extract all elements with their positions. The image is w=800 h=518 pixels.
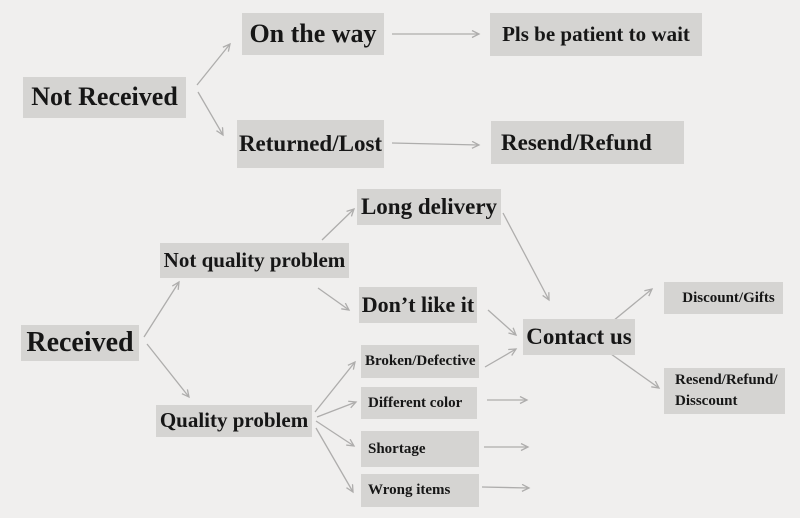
- node-pls-be-patient-to-wait: Pls be patient to wait: [490, 13, 702, 56]
- edge-not-quality-to-dont-like-it: [317, 287, 349, 310]
- edge-long-delivery-to-contact-us: [502, 212, 549, 300]
- node-discount-gifts: Discount/Gifts: [664, 282, 783, 314]
- edge-returned-lost-to-resend-refund: [391, 143, 479, 145]
- node-resend-refund-disscount-line2: Disscount: [675, 393, 738, 409]
- node-received: Received: [21, 325, 139, 361]
- node-returned-lost: Returned/Lost: [237, 120, 384, 168]
- edge-quality-to-different-color: [316, 402, 356, 418]
- edge-wrong-items-to-contact-us: [481, 487, 529, 488]
- edge-contact-us-to-discount-gifts: [612, 289, 652, 322]
- edge-not-received-to-returned-lost: [197, 91, 223, 135]
- node-different-color: Different color: [361, 387, 477, 419]
- node-resend-refund-disscount: Resend/Refund/ Disscount: [664, 368, 785, 414]
- edge-not-received-to-on-the-way: [196, 44, 230, 86]
- node-not-quality-problem: Not quality problem: [160, 243, 349, 278]
- node-dont-like-it: Don’t like it: [359, 287, 477, 323]
- edge-received-to-quality-problem: [146, 343, 189, 397]
- edge-broken-defective-to-contact-us: [484, 349, 516, 368]
- node-long-delivery: Long delivery: [357, 189, 501, 225]
- node-not-received: Not Received: [23, 77, 186, 118]
- edge-dont-like-it-to-contact-us: [487, 309, 516, 335]
- edge-quality-to-wrong-items: [315, 427, 353, 492]
- node-contact-us: Contact us: [523, 319, 635, 355]
- node-resend-refund-disscount-line1: Resend/Refund/: [675, 372, 778, 388]
- edge-quality-to-broken-defective: [314, 362, 355, 413]
- edge-not-quality-to-long-delivery: [321, 209, 354, 241]
- edge-received-to-not-quality-problem: [143, 282, 179, 338]
- node-wrong-items: Wrong items: [361, 474, 479, 507]
- node-shortage: Shortage: [361, 431, 479, 467]
- node-on-the-way: On the way: [242, 13, 384, 55]
- node-broken-defective: Broken/Defective: [361, 345, 479, 378]
- edge-contact-us-to-resend-refund-disscount: [610, 353, 659, 388]
- edge-quality-to-shortage: [315, 420, 354, 446]
- node-resend-refund: Resend/Refund: [491, 121, 684, 164]
- node-quality-problem: Quality problem: [156, 405, 312, 437]
